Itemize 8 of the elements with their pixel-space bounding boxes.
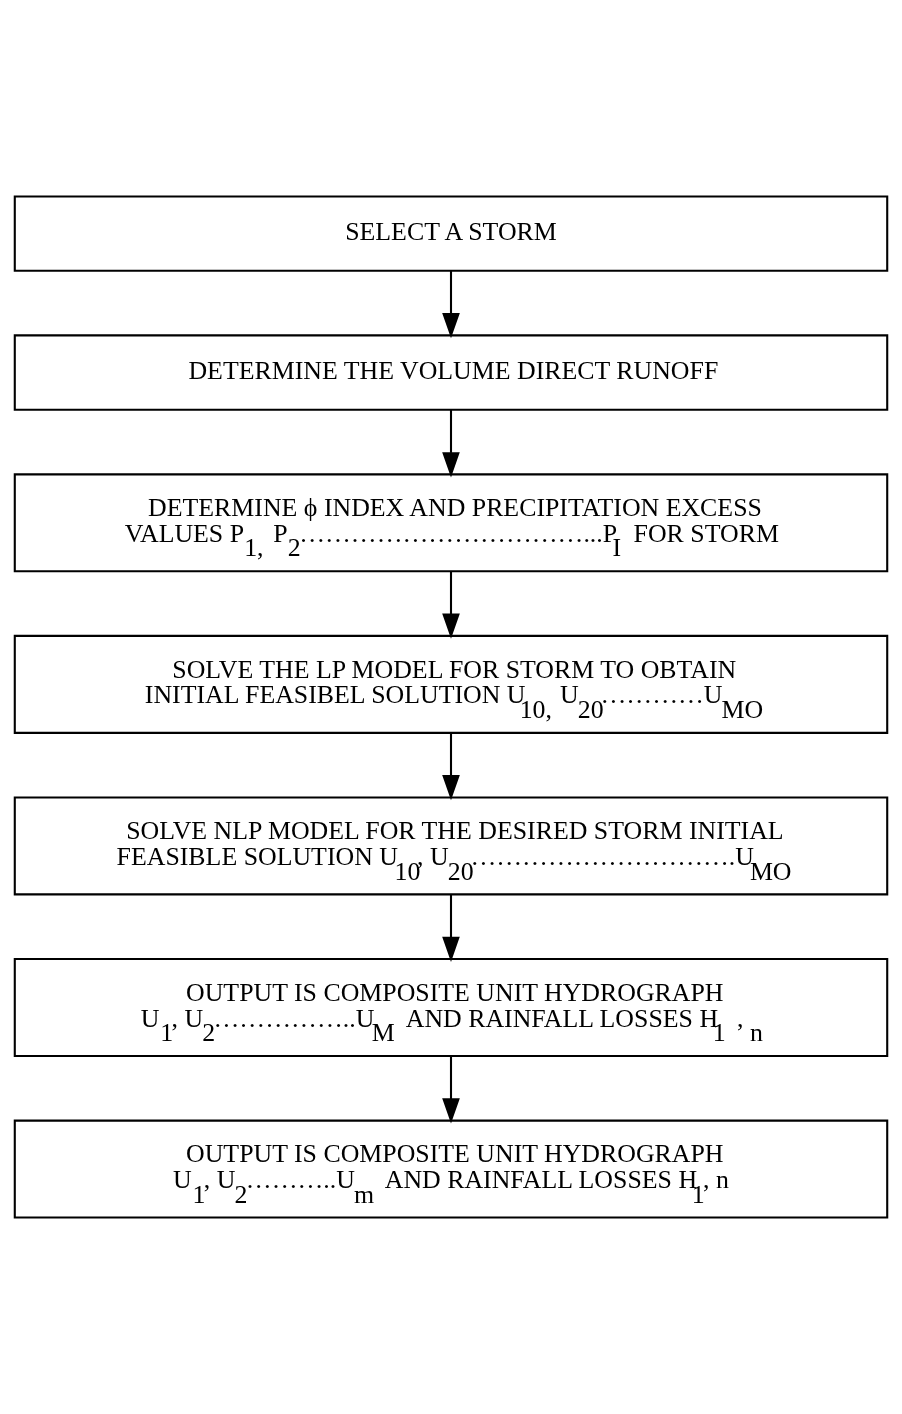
node-box: DETERMINE THE VOLUME DIRECT RUNOFF xyxy=(13,334,889,411)
arrow xyxy=(442,409,460,478)
arrow xyxy=(442,894,460,962)
node-box: SELECT A STORM xyxy=(13,195,889,272)
arrow xyxy=(442,1056,460,1124)
arrow xyxy=(442,733,460,801)
arrow xyxy=(442,270,460,339)
arrow xyxy=(442,571,460,639)
